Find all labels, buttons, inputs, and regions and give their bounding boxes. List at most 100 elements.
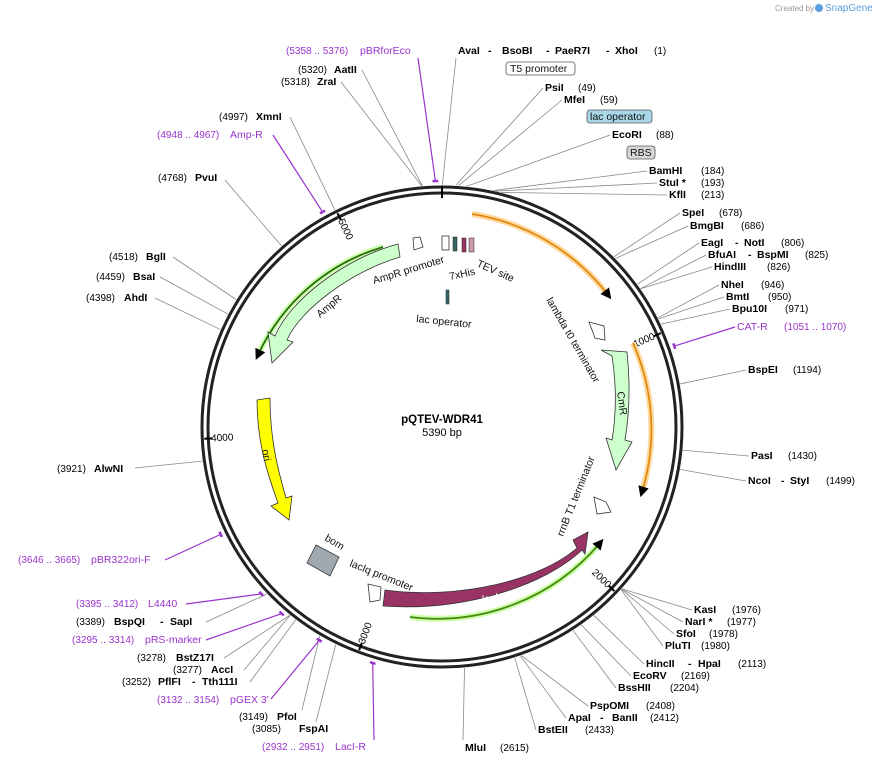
site-nhei[interactable]: NheI (721, 279, 744, 291)
site-leader-line (521, 655, 589, 707)
site-hpai[interactable]: HpaI (698, 658, 721, 670)
site-sapi[interactable]: SapI (170, 616, 192, 628)
site-pfoi[interactable]: PfoI (277, 711, 297, 723)
laci-feature[interactable] (382, 531, 589, 608)
his-tag-feature[interactable] (461, 237, 467, 253)
site-spei[interactable]: SpeI (682, 207, 704, 219)
site-paer7i[interactable]: PaeR7I (555, 45, 590, 57)
site-bgli[interactable]: BglI (146, 251, 166, 263)
site-kfli[interactable]: KflI (669, 189, 686, 201)
site-bfuai[interactable]: BfuAI (708, 249, 736, 261)
site-bstz17i[interactable]: BstZ17I (176, 652, 214, 664)
site-hindiii[interactable]: HindIII (714, 261, 746, 273)
site-leader-line (243, 615, 291, 671)
site-acci[interactable]: AccI (211, 664, 233, 676)
site-stui[interactable]: StuI * (659, 177, 687, 189)
site-bsai[interactable]: BsaI (133, 271, 155, 283)
site-nari[interactable]: NarI * (685, 616, 713, 628)
site-apai[interactable]: ApaI (568, 712, 591, 724)
site-bmgbi[interactable]: BmgBI (690, 220, 724, 232)
lambda-terminator-feature[interactable] (588, 321, 606, 341)
primer-binding-mark (258, 590, 265, 597)
site-mlui[interactable]: MluI (465, 742, 486, 754)
primer-amp-r[interactable]: Amp-R (230, 129, 263, 141)
site-ecori[interactable]: EcoRI (612, 129, 642, 141)
bom-feature[interactable] (306, 544, 340, 577)
site-eagi[interactable]: EagI (701, 237, 723, 249)
site-ahdi[interactable]: AhdI (124, 292, 147, 304)
site-leader-line (514, 657, 537, 731)
site-bspmi-pos: (825) (805, 250, 828, 261)
site-avai[interactable]: AvaI (458, 45, 480, 57)
ampr-feature[interactable] (267, 243, 401, 364)
site-aatii[interactable]: AatII (334, 64, 357, 76)
site-bspmi[interactable]: BspMI (757, 249, 789, 261)
site-banii[interactable]: BanII (612, 712, 638, 724)
site-bmti[interactable]: BmtI (726, 291, 749, 303)
snapgene-credit[interactable]: Created by SnapGene (775, 3, 872, 14)
primer-pgex-3[interactable]: pGEX 3' (230, 694, 269, 706)
site-ncoi[interactable]: NcoI (748, 475, 771, 487)
tev-site-feature[interactable] (468, 237, 475, 253)
site-hincii[interactable]: HincII (646, 658, 675, 670)
site-mfei-pos: (59) (600, 95, 618, 106)
lac-operator-box[interactable]: lac operator (586, 109, 653, 124)
lac-operator-inner-feature[interactable] (445, 289, 450, 305)
site-bsobi[interactable]: BsoBI (502, 45, 532, 57)
primer-pbr322ori-f[interactable]: pBR322ori-F (91, 554, 151, 566)
ori-feature[interactable] (256, 397, 293, 521)
site-pflfi[interactable]: PflFI (158, 676, 181, 688)
site-kasi[interactable]: KasI (694, 604, 716, 616)
site-ecorv-pos: (2169) (681, 671, 710, 682)
t5-promoter-inner-feature[interactable] (441, 235, 450, 251)
site-alwni[interactable]: AlwNI (94, 463, 123, 475)
cmr-feature[interactable] (600, 349, 633, 471)
site-pasi[interactable]: PasI (751, 450, 773, 462)
site-acci-pos: (3277) (173, 665, 202, 676)
primer-cat-r[interactable]: CAT-R (737, 321, 768, 333)
site-zrai-pos: (5318) (281, 77, 310, 88)
site-leader-line (658, 296, 725, 320)
site-xhoi[interactable]: XhoI (615, 45, 638, 57)
site-psii[interactable]: PsiI (545, 82, 564, 94)
laciq-promoter-feature[interactable] (367, 583, 382, 603)
site-leader-line (315, 644, 337, 723)
site-bsshii-pos: (2204) (670, 683, 699, 694)
site-bsshii[interactable]: BssHII (618, 682, 651, 694)
site-fspai[interactable]: FspAI (299, 723, 328, 735)
separator-dash: - (606, 45, 610, 57)
primer-leader-line (674, 326, 736, 347)
primer-prs-marker[interactable]: pRS-marker (145, 634, 202, 646)
credit-prefix: Created by (775, 4, 814, 13)
rrnb-terminator-label: rrnB T1 terminator (555, 454, 598, 538)
t5-promoter-box[interactable]: T5 promoter (505, 61, 576, 76)
site-noti-pos: (806) (781, 238, 804, 249)
site-pvui-pos: (4768) (158, 173, 187, 184)
site-bpu10i[interactable]: Bpu10I (732, 303, 767, 315)
site-bspqi[interactable]: BspQI (114, 616, 145, 628)
site-sfoi[interactable]: SfoI (676, 628, 696, 640)
site-bsteii[interactable]: BstEII (538, 724, 568, 736)
primer-l4440[interactable]: L4440 (148, 598, 177, 610)
site-pspomi[interactable]: PspOMI (590, 700, 629, 712)
lac-operator-small-feature[interactable] (452, 236, 458, 252)
site-pvui[interactable]: PvuI (195, 172, 217, 184)
site-leader-line (495, 182, 658, 192)
ampr-promoter-feature[interactable] (412, 236, 424, 251)
rrnb-terminator-feature[interactable] (593, 496, 612, 515)
site-noti[interactable]: NotI (744, 237, 764, 249)
rbs-box[interactable]: RBS (626, 145, 656, 160)
site-leader-line (154, 297, 221, 330)
site-zrai[interactable]: ZraI (317, 76, 336, 88)
site-tth111i[interactable]: Tth111I (202, 676, 238, 688)
site-ecorv[interactable]: EcoRV (633, 670, 667, 682)
site-xmni[interactable]: XmnI (256, 111, 282, 123)
site-mfei[interactable]: MfeI (564, 94, 585, 106)
orf-arc-top (471, 213, 612, 300)
site-bspei[interactable]: BspEI (748, 364, 778, 376)
primer-laci-r[interactable]: LacI-R (335, 741, 366, 753)
site-styi[interactable]: StyI (790, 475, 809, 487)
site-bamhi[interactable]: BamHI (649, 165, 682, 177)
site-pluti[interactable]: PluTI (665, 640, 691, 652)
primer-pbrforeco[interactable]: pBRforEco (360, 45, 411, 57)
